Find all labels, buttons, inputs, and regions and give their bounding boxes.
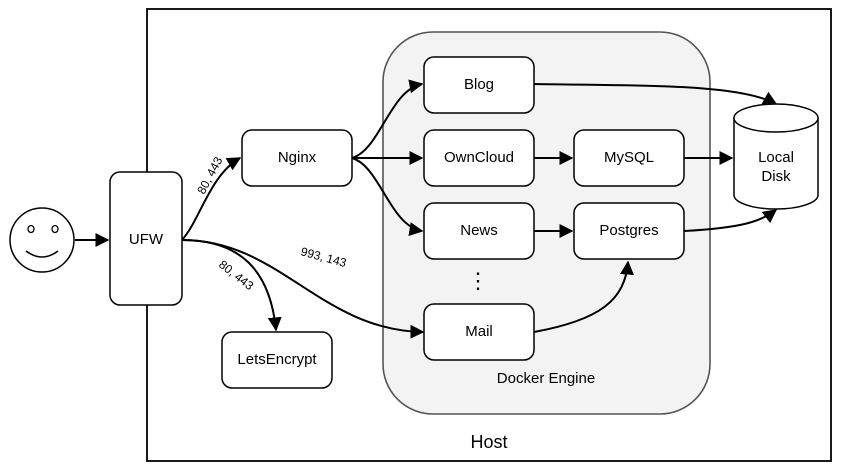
node-nginx-label: Nginx	[278, 149, 317, 166]
host-label: Host	[470, 432, 507, 452]
edge-ufw-nginx	[181, 157, 242, 241]
edge-ufw-mail	[181, 239, 425, 339]
node-ufw: UFW	[109, 171, 183, 306]
database-cylinder-icon	[733, 103, 819, 210]
edge-nginx-blog	[351, 79, 424, 159]
node-blog-label: Blog	[464, 76, 494, 93]
edges	[75, 79, 778, 339]
node-mysql-label: MySQL	[604, 149, 654, 166]
node-nginx: Nginx	[241, 129, 353, 187]
edge-blog-disk	[533, 83, 778, 105]
node-letsencrypt-label: LetsEncrypt	[237, 351, 317, 368]
node-local-disk-label-line1: Local	[758, 149, 794, 166]
node-mail: Mail	[423, 303, 535, 361]
edge-nginx-news	[351, 157, 424, 236]
node-owncloud: OwnCloud	[423, 129, 535, 187]
node-news-label: News	[460, 222, 498, 239]
node-local-disk-label-line2: Disk	[761, 168, 791, 185]
edge-postgres-disk	[683, 209, 778, 232]
edge-mail-postgres	[533, 260, 634, 333]
node-local-disk: Local Disk	[733, 103, 819, 210]
node-ufw-label: UFW	[129, 231, 164, 248]
node-news: News	[423, 202, 535, 260]
docker-engine-label: Docker Engine	[497, 370, 595, 387]
node-letsencrypt: LetsEncrypt	[221, 331, 333, 389]
ellipsis-more-services: ⋮	[467, 268, 489, 293]
node-owncloud-label: OwnCloud	[444, 149, 514, 166]
node-postgres: Postgres	[573, 202, 685, 260]
node-mysql: MySQL	[573, 129, 685, 187]
user-smiley-icon	[9, 207, 75, 273]
node-postgres-label: Postgres	[599, 222, 658, 239]
node-blog: Blog	[423, 56, 535, 114]
node-mail-label: Mail	[465, 323, 493, 340]
